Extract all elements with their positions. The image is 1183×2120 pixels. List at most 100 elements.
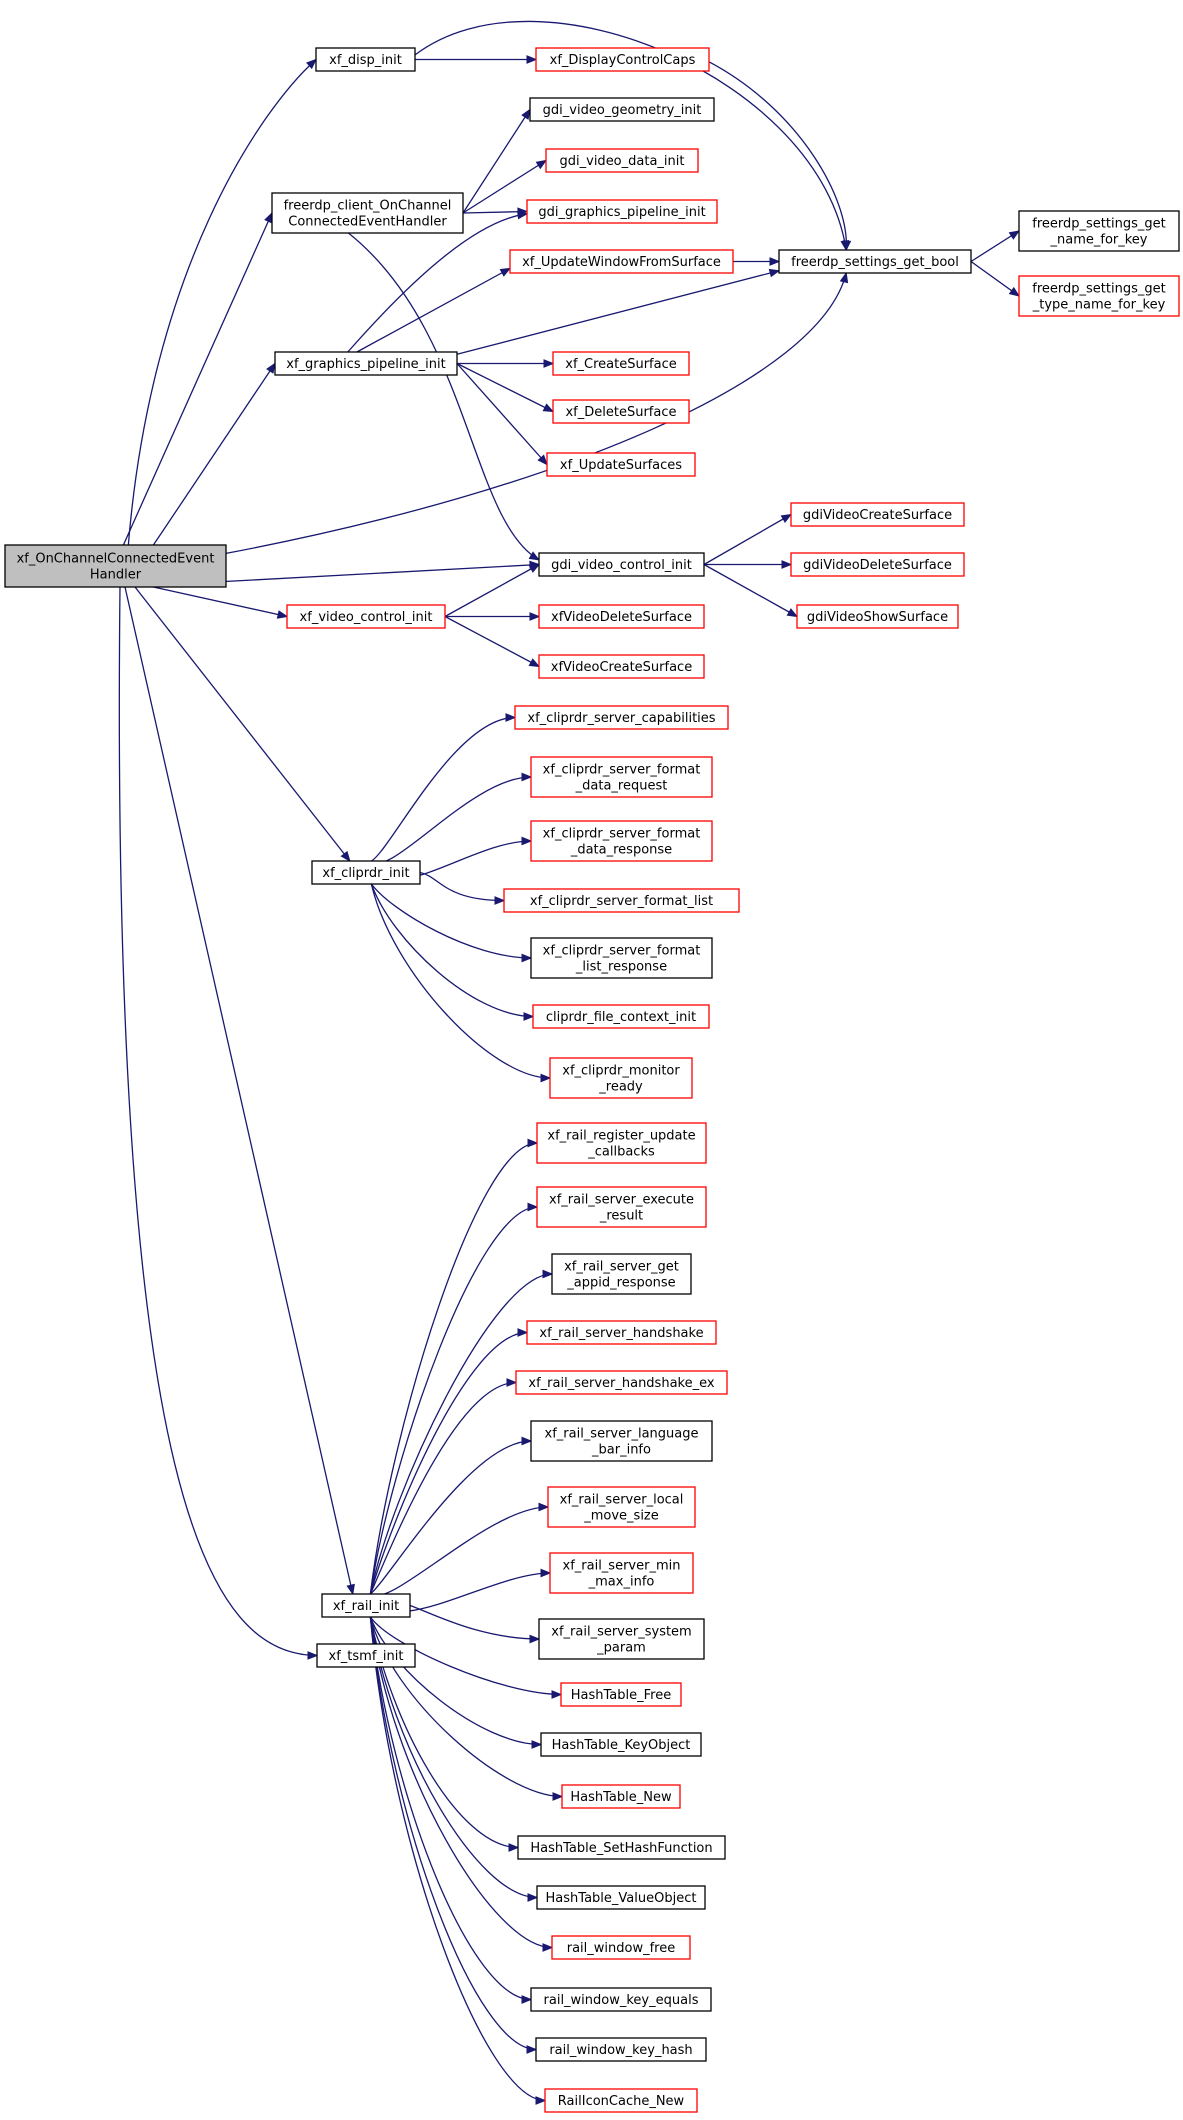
node-label: _ready [598,1080,643,1095]
node-gdi-data[interactable]: gdi_video_data_init [545,148,699,173]
node-label: gdiVideoCreateSurface [803,508,952,523]
node-label: xf_rail_server_execute [549,1193,694,1208]
node-settings-bool[interactable]: freerdp_settings_get_bool [778,249,972,274]
node-label: RailIconCache_New [558,2094,685,2109]
call-edge [369,1378,518,1595]
node-label: xf_cliprdr_server_format [543,827,701,842]
node-clip-filectx[interactable]: cliprdr_file_context_init [532,1004,710,1029]
node-settings-name[interactable]: freerdp_settings_get_name_for_key [1018,210,1180,252]
call-edge [444,615,541,668]
node-clip-flresp[interactable]: xf_cliprdr_server_format_list_response [530,937,713,979]
node-delete-surface[interactable]: xf_DeleteSurface [552,399,690,424]
call-edge [118,586,319,1660]
node-rail-sysparam[interactable]: xf_rail_server_system_param [538,1618,705,1660]
node-settings-type[interactable]: freerdp_settings_get_type_name_for_key [1018,275,1180,317]
node-rw-free[interactable]: rail_window_free [551,1935,691,1960]
node-label: _data_response [570,843,672,858]
node-label: freerdp_settings_get_bool [791,255,959,270]
node-label: _list_response [575,960,667,975]
node-label: gdi_video_data_init [560,154,685,169]
call-edge [356,267,512,353]
node-label: _appid_response [566,1276,675,1291]
node-rail-local[interactable]: xf_rail_server_local_move_size [547,1486,696,1528]
node-label: gdi_video_control_init [551,558,692,573]
node-gdi-gfx[interactable]: gdi_graphics_pipeline_init [526,199,718,224]
node-label: xf_OnChannelConnectedEvent [17,552,215,567]
node-rail-init[interactable]: xf_rail_init [321,1593,411,1618]
call-edge [124,586,355,1596]
node-disp-init[interactable]: xf_disp_init [315,47,416,72]
node-label: freerdp_settings_get [1032,217,1165,232]
node-label: xf_cliprdr_monitor [562,1064,680,1079]
node-xf-video-ctrl[interactable]: xf_video_control_init [286,604,446,629]
node-label: xf_cliprdr_server_format [543,763,701,778]
node-update-surfaces[interactable]: xf_UpdateSurfaces [546,452,696,477]
node-rail-lang[interactable]: xf_rail_server_language_bar_info [530,1420,713,1462]
node-label: xf_DisplayControlCaps [550,53,696,68]
call-edge [152,362,276,546]
node-label: xf_cliprdr_server_format_list [530,894,713,909]
node-cliprdr-init[interactable]: xf_cliprdr_init [311,860,421,885]
node-freerdp-client[interactable]: freerdp_client_OnChannelConnectedEventHa… [271,192,464,234]
call-edge [369,1616,539,1902]
node-rail-register[interactable]: xf_rail_register_update_callbacks [536,1122,707,1164]
call-edge [370,883,533,963]
node-label: Handler [90,568,142,583]
node-label: ConnectedEventHandler [288,215,447,230]
node-label: xf_cliprdr_server_format [543,944,701,959]
node-label: xf_rail_server_language [545,1427,699,1442]
node-ht-free[interactable]: HashTable_Free [560,1682,682,1707]
node-label: HashTable_KeyObject [552,1738,691,1753]
call-edge [369,1138,539,1595]
node-label: _max_info [588,1575,655,1590]
node-gdi-create[interactable]: gdiVideoCreateSurface [790,502,965,527]
node-rail-hs[interactable]: xf_rail_server_handshake [526,1320,717,1345]
node-gdi-delete[interactable]: gdiVideoDeleteSurface [790,552,965,577]
call-edge [369,1616,538,2054]
node-tsmf-init[interactable]: xf_tsmf_init [316,1643,416,1668]
node-rw-keyhash[interactable]: rail_window_key_hash [535,2037,707,2062]
call-edge [370,772,533,864]
node-label: freerdp_settings_get [1032,282,1165,297]
node-label: _name_for_key [1050,233,1148,248]
node-update-window[interactable]: xf_UpdateWindowFromSurface [509,249,734,274]
node-display-caps[interactable]: xf_DisplayControlCaps [535,47,710,72]
call-edge [462,108,531,214]
node-label: _param [596,1641,646,1656]
node-clip-flist[interactable]: xf_cliprdr_server_format_list [503,888,740,913]
node-clip-caps[interactable]: xf_cliprdr_server_capabilities [514,705,729,730]
node-rail-icon[interactable]: RailIconCache_New [544,2088,698,2113]
node-clip-monitor[interactable]: xf_cliprdr_monitor_ready [549,1057,693,1099]
node-label: xf_tsmf_init [329,1649,404,1664]
call-edge [445,612,541,621]
node-rail-minmax[interactable]: xf_rail_server_min_max_info [549,1552,694,1594]
node-clip-fdresp[interactable]: xf_cliprdr_server_format_data_response [530,820,713,862]
call-edge [225,271,849,555]
node-xf-video-create[interactable]: xfVideoCreateSurface [538,654,705,679]
node-gdi-video-ctrl[interactable]: gdi_video_control_init [538,552,705,577]
node-label: xf_UpdateSurfaces [560,458,682,473]
node-gdi-show[interactable]: gdiVideoShowSurface [796,604,959,629]
node-rail-exec[interactable]: xf_rail_server_execute_result [536,1186,707,1228]
node-xf-video-delete[interactable]: xfVideoDeleteSurface [538,604,705,629]
call-edge [415,55,538,64]
call-edge [369,1616,543,1749]
node-ht-new[interactable]: HashTable_New [561,1784,681,1809]
node-xf-gfx-init[interactable]: xf_graphics_pipeline_init [274,351,458,376]
node-clip-fdreq[interactable]: xf_cliprdr_server_format_data_request [530,756,713,798]
node-ht-keyobj[interactable]: HashTable_KeyObject [540,1732,702,1757]
node-ht-sethash[interactable]: HashTable_SetHashFunction [517,1835,726,1860]
node-create-surface[interactable]: xf_CreateSurface [552,351,690,376]
call-edge [369,1269,554,1595]
call-edge [970,260,1021,297]
node-rail-appid[interactable]: xf_rail_server_get_appid_response [551,1253,692,1295]
node-label: rail_window_key_equals [544,1993,699,2008]
call-edge [369,1616,533,2004]
call-edge [457,359,555,368]
node-rw-keyeq[interactable]: rail_window_key_equals [530,1987,712,2012]
node-ht-valobj[interactable]: HashTable_ValueObject [536,1885,706,1910]
node-gdi-geom[interactable]: gdi_video_geometry_init [529,97,715,122]
node-rail-hsex[interactable]: xf_rail_server_handshake_ex [515,1370,728,1395]
